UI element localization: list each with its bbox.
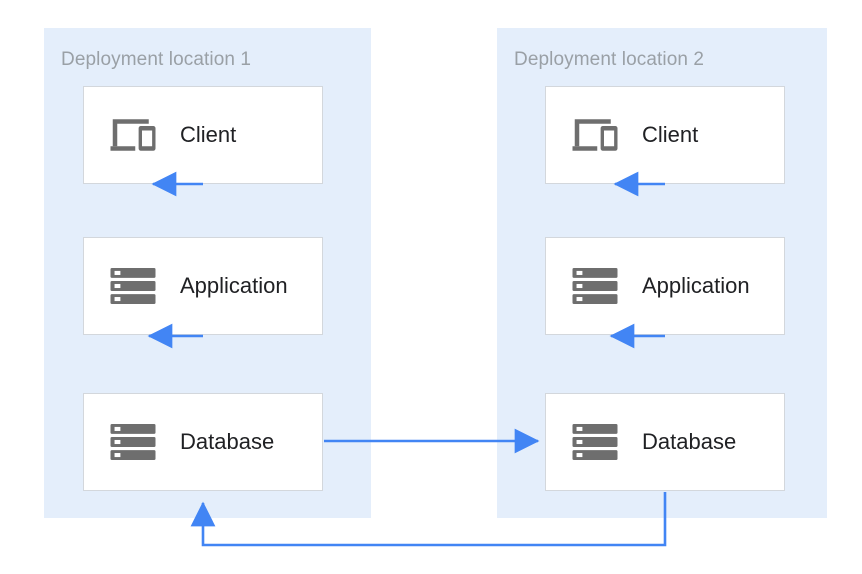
node-client-1[interactable]: Client — [83, 86, 323, 184]
node-database-2[interactable]: Database — [545, 393, 785, 491]
zone-1-label: Deployment location 1 — [61, 49, 252, 70]
server-icon — [110, 268, 156, 304]
node-application-1[interactable]: Application — [83, 237, 323, 335]
devices-icon — [572, 119, 618, 151]
node-database-1-label: Database — [180, 429, 275, 454]
devices-icon — [110, 119, 156, 151]
node-application-2-label: Application — [642, 273, 750, 298]
zone-2-label: Deployment location 2 — [514, 49, 705, 70]
node-application-2[interactable]: Application — [545, 237, 785, 335]
server-icon — [572, 268, 618, 304]
node-database-1[interactable]: Database — [83, 393, 323, 491]
node-database-2-label: Database — [642, 429, 737, 454]
server-icon — [572, 424, 618, 460]
server-icon — [110, 424, 156, 460]
node-client-2-label: Client — [642, 122, 699, 147]
node-client-2[interactable]: Client — [545, 86, 785, 184]
node-client-1-label: Client — [180, 122, 237, 147]
node-application-1-label: Application — [180, 273, 288, 298]
